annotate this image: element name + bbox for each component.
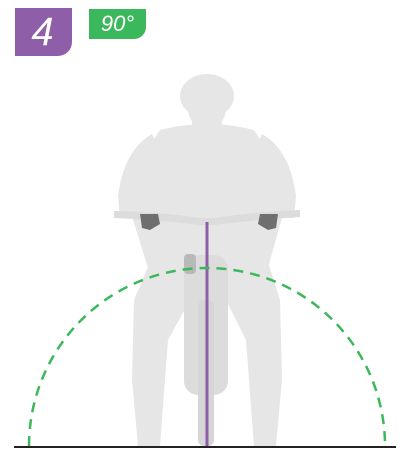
rider-face (188, 86, 226, 130)
brake-lever (184, 254, 196, 274)
